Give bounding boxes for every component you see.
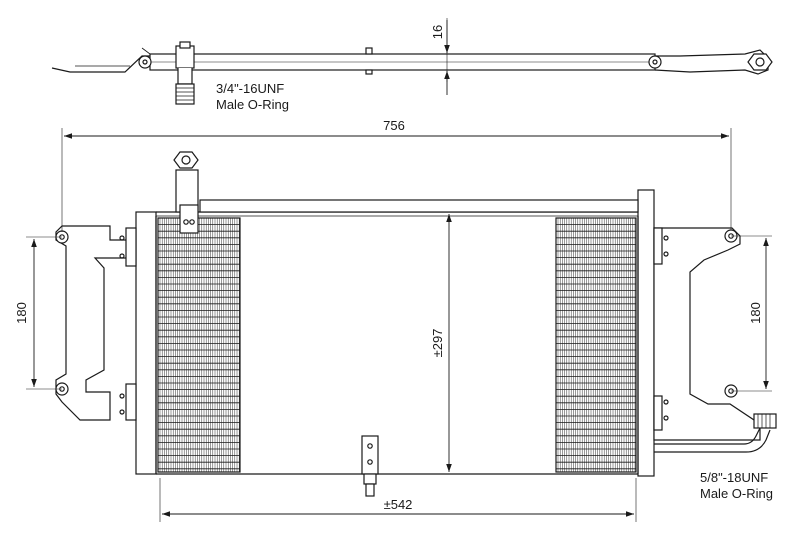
dim-core-height: ±297 — [430, 329, 445, 358]
dim-right-bracket-span: 180 — [748, 302, 763, 324]
dim-overall-width: 756 — [383, 118, 405, 133]
left-fins — [159, 218, 240, 472]
left-header-tank — [135, 211, 157, 475]
dim-core-width: ±542 — [384, 497, 413, 512]
right-fin-area — [555, 217, 637, 473]
inlet-fitting — [173, 151, 199, 169]
inlet-connection-label: 3/4"-16UNF Male O-Ring — [216, 81, 289, 113]
top-inlet-block — [175, 45, 195, 69]
left-fin-area — [157, 217, 241, 473]
right-fins — [557, 218, 636, 472]
outlet-fitting — [753, 413, 777, 429]
right-core-tubes — [556, 224, 636, 470]
outlet-connection-label: 5/8"-18UNF Male O-Ring — [700, 470, 773, 502]
top-view — [51, 41, 773, 105]
inlet-thread-spec: 3/4"-16UNF — [216, 81, 285, 96]
top-inlet-thread — [175, 83, 195, 105]
inlet-seal-type: Male O-Ring — [216, 97, 289, 112]
right-mount-bracket — [653, 227, 761, 441]
top-left-mount-hole — [138, 55, 152, 69]
top-receiver-tube — [199, 199, 639, 213]
drain-plug — [365, 483, 375, 497]
top-left-bracket — [51, 55, 150, 73]
top-outlet-fitting — [747, 53, 773, 71]
left-core-tubes — [158, 224, 240, 470]
right-header-tank — [637, 189, 655, 477]
dimension-lines — [26, 18, 772, 522]
bottom-bracket — [361, 435, 379, 475]
dim-left-bracket-span: 180 — [14, 302, 29, 324]
outlet-thread-spec: 5/8"-18UNF — [700, 470, 769, 485]
outlet-seal-type: Male O-Ring — [700, 486, 773, 501]
front-view — [55, 151, 777, 497]
dim-tube-thickness: 16 — [430, 25, 445, 39]
